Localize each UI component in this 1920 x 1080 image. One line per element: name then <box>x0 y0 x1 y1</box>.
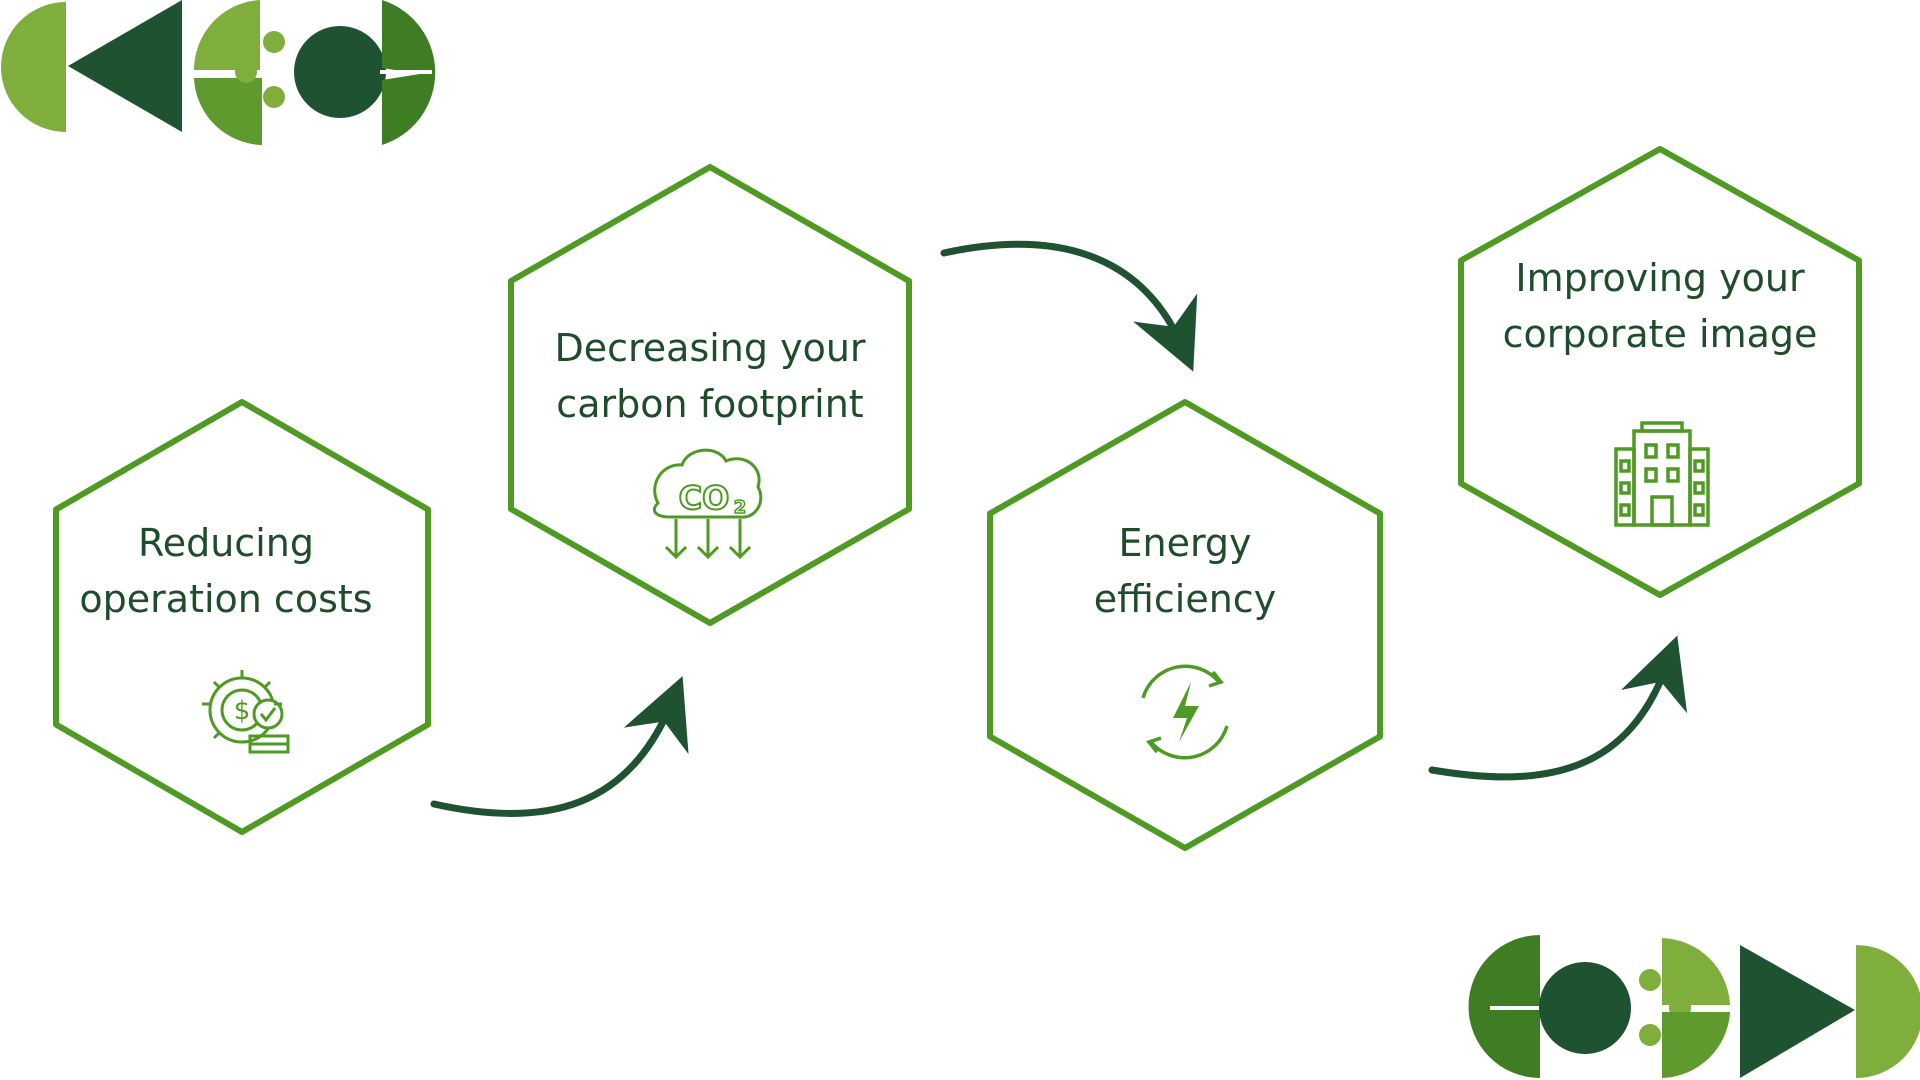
lightning-cycle-icon <box>1141 664 1229 760</box>
step-1-line2: operation costs <box>79 577 373 621</box>
top-left-ornament <box>1 0 436 145</box>
hexagon-step-4 <box>1458 146 1862 598</box>
hexagon-group <box>53 146 1862 851</box>
arrow-step1-to-step2 <box>430 676 689 817</box>
step-1-line1: Reducing <box>138 521 314 565</box>
bottom-right-ornament <box>1468 935 1920 1078</box>
step-2-line1: Decreasing your <box>554 326 866 370</box>
co2-cloud-arrows-icon: CO 2 <box>653 448 763 560</box>
step-3-label: Energy efficiency <box>1035 515 1335 627</box>
office-building-icon <box>1614 421 1710 527</box>
svg-text:$: $ <box>234 696 251 726</box>
arrow-step3-to-step4 <box>1428 635 1688 781</box>
step-3-line1: Energy <box>1118 521 1252 565</box>
arrow-step2-to-step3 <box>940 240 1198 372</box>
gear-dollar-coins-icon: $ <box>202 670 290 754</box>
hexagon-step-2 <box>508 164 912 626</box>
step-1-label: Reducing operation costs <box>76 515 376 627</box>
step-4-label: Improving your corporate image <box>1485 250 1835 362</box>
hexagon-step-1 <box>53 399 431 835</box>
step-4-line1: Improving your <box>1515 256 1805 300</box>
step-2-line2: carbon footprint <box>556 382 864 426</box>
step-2-label: Decreasing your carbon footprint <box>530 320 890 432</box>
step-3-line2: efficiency <box>1093 577 1277 621</box>
hexagon-step-3 <box>987 399 1383 851</box>
svg-text:CO: CO <box>679 479 730 517</box>
svg-text:2: 2 <box>734 497 747 518</box>
arrows <box>430 240 1688 817</box>
step-4-line2: corporate image <box>1502 312 1818 356</box>
